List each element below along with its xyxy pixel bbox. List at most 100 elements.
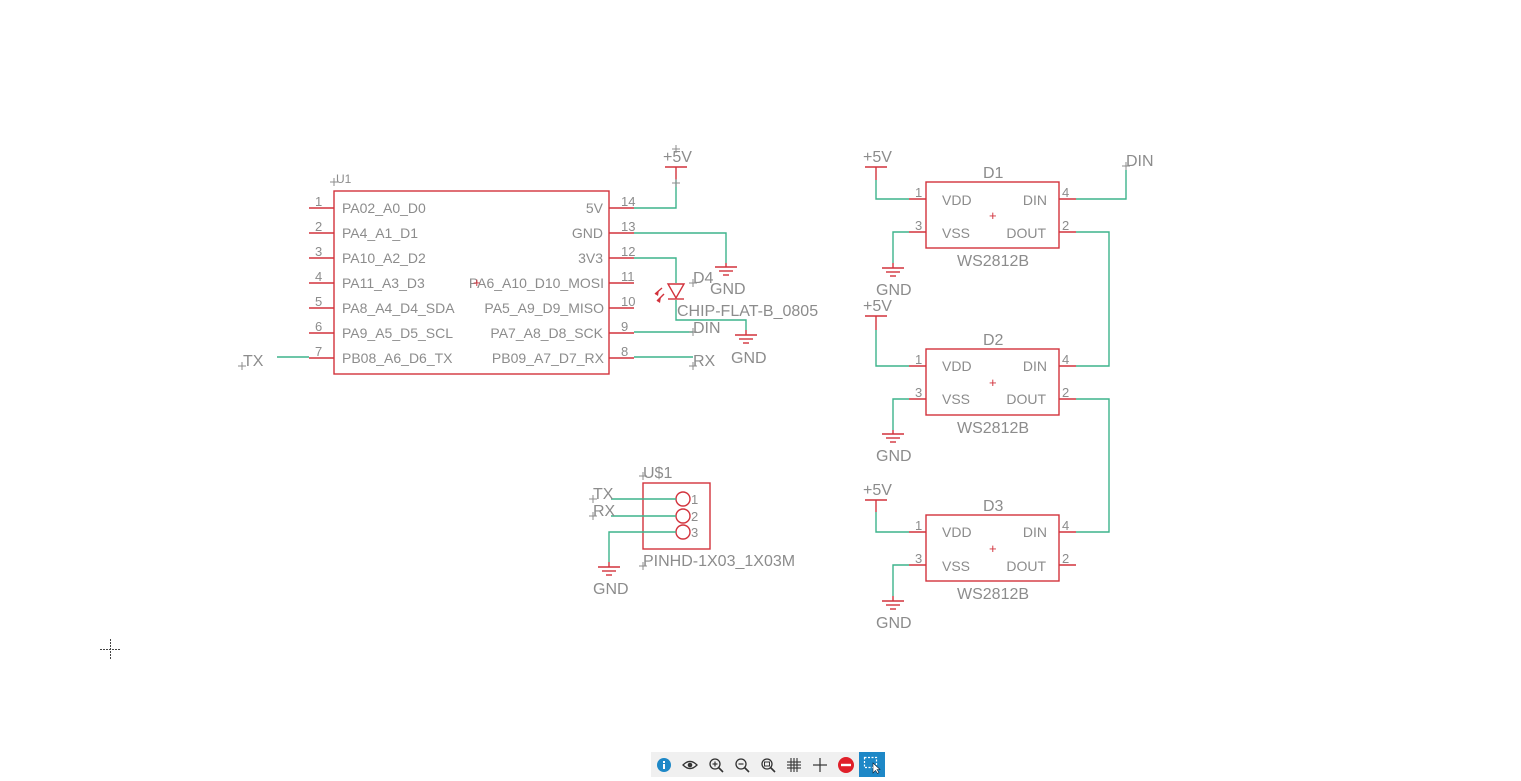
- u1-pin-name: PA6_A10_D10_MOSI: [469, 275, 604, 291]
- led-pin-name: VSS: [942, 558, 970, 574]
- select-button[interactable]: [859, 752, 885, 777]
- led-value: WS2812B: [957, 586, 1029, 603]
- led-pin-name: VSS: [942, 391, 970, 407]
- header-pin-num: 2: [691, 509, 698, 524]
- led-pin-num: 1: [915, 352, 922, 367]
- u1-pin-name: PA8_A4_D4_SDA: [342, 300, 455, 316]
- u1-pin-num: 8: [621, 344, 628, 359]
- crosshair-button[interactable]: [807, 752, 833, 777]
- d4-ref: D4: [693, 270, 714, 287]
- gnd-label: GND: [710, 281, 746, 298]
- info-button[interactable]: [651, 752, 677, 777]
- u1-pin-num: 3: [315, 244, 322, 259]
- vcc-label: +5V: [863, 482, 892, 499]
- led-body: [925, 181, 1060, 249]
- u1-pin-num: 9: [621, 319, 628, 334]
- u1-pin-num: 5: [315, 294, 322, 309]
- led-pin-name: VSS: [942, 225, 970, 241]
- led-pin-name: VDD: [942, 358, 972, 374]
- led-pin-num: 3: [915, 218, 922, 233]
- u1-pin-name: PA5_A9_D9_MISO: [484, 300, 604, 316]
- header-component[interactable]: 1 2 3 U$1 PINHD-1X03_1X03M: [639, 465, 795, 570]
- header-pin-circle: [675, 491, 691, 507]
- led-value: WS2812B: [957, 420, 1029, 437]
- net-label-tx: TX: [243, 353, 264, 370]
- u1-vcc-symbol: +5V: [663, 145, 692, 187]
- gnd-label: GND: [593, 581, 629, 598]
- led-pin-num: 4: [1062, 185, 1069, 200]
- u1-center-mark: +: [473, 275, 481, 290]
- zoom-in-icon: [709, 757, 724, 773]
- vcc-label: +5V: [863, 149, 892, 166]
- led-d3[interactable]: 1 3 4 2 VDD VSS DIN DOUT + D3 WS2812B: [909, 498, 1076, 603]
- u1-pin-num: 13: [621, 219, 635, 234]
- u1-wires: [277, 180, 747, 358]
- vcc-label: +5V: [863, 298, 892, 315]
- led-value: WS2812B: [957, 253, 1029, 270]
- zoom-out-button[interactable]: [729, 752, 755, 777]
- led-ref: D1: [983, 165, 1004, 182]
- led-pin-num: 2: [1062, 218, 1069, 233]
- show-button[interactable]: [677, 752, 703, 777]
- u1-pin-name: PA10_A2_D2: [342, 250, 426, 266]
- zoom-out-icon: [735, 757, 750, 773]
- eye-icon: [682, 760, 698, 769]
- led-pin-name: VDD: [942, 192, 972, 208]
- header-value: PINHD-1X03_1X03M: [643, 553, 795, 570]
- net-label-rx: RX: [693, 353, 716, 370]
- u1-right-pin-lines: [609, 207, 634, 359]
- header-gnd-symbol: GND: [593, 562, 629, 598]
- header-ref: U$1: [643, 465, 672, 482]
- led-pin-num: 3: [915, 551, 922, 566]
- led-d1[interactable]: 1 3 4 2 VDD VSS DIN DOUT + D1 WS2812B: [909, 165, 1076, 270]
- led-d2[interactable]: 1 3 4 2 VDD VSS DIN DOUT + D2 WS2812B: [909, 332, 1076, 437]
- led-body: [925, 348, 1060, 416]
- u1-pin-name: PB08_A6_D6_TX: [342, 350, 453, 366]
- zoom-fit-button[interactable]: [755, 752, 781, 777]
- rx-label-mark: [689, 362, 697, 370]
- u1-pin-num: 12: [621, 244, 635, 259]
- led-ref: D2: [983, 332, 1004, 349]
- gnd-label: GND: [876, 615, 912, 632]
- led-center-mark: +: [989, 541, 997, 556]
- u1-pin-num: 7: [315, 344, 322, 359]
- u1-component[interactable]: U1 1 2 3 4 5 6 7 PA02_A0_D0 PA4_A1_D1 PA…: [309, 172, 635, 375]
- u1-pin-name: PB09_A7_D7_RX: [492, 350, 605, 366]
- select-icon: [863, 756, 881, 774]
- u1-pin-num: 11: [621, 269, 635, 284]
- zoom-in-button[interactable]: [703, 752, 729, 777]
- gnd-label: GND: [876, 282, 912, 299]
- u1-pin-num: 1: [315, 194, 322, 209]
- led-pin-name: DOUT: [1006, 225, 1046, 241]
- grid-icon: [787, 757, 801, 772]
- u1-pin-name: 3V3: [578, 250, 603, 266]
- view-toolbar: [651, 752, 885, 777]
- d4-value: CHIP-FLAT-B_0805: [677, 303, 818, 320]
- net-label-din: DIN: [693, 320, 721, 337]
- vcc-label: +5V: [663, 149, 692, 166]
- led-pin-num: 1: [915, 518, 922, 533]
- stop-button[interactable]: [833, 752, 859, 777]
- u1-pin-name: PA11_A3_D3: [342, 275, 425, 291]
- led-center-mark: +: [989, 208, 997, 223]
- u1-pin-name: GND: [572, 225, 603, 241]
- led-pin-num: 2: [1062, 551, 1069, 566]
- led-gnd-symbols: GND GND GND: [876, 263, 912, 632]
- gnd-label: GND: [731, 350, 767, 367]
- u1-ref-label: U1: [336, 172, 352, 186]
- led-pin-name: DOUT: [1006, 391, 1046, 407]
- u1-pin-num: 10: [621, 294, 635, 309]
- led-pin-name: DIN: [1023, 524, 1047, 540]
- u1-pin-num: 4: [315, 269, 322, 284]
- led-pin-name: VDD: [942, 524, 972, 540]
- u1-pin-name: PA4_A1_D1: [342, 225, 418, 241]
- net-label-rx: RX: [593, 503, 616, 520]
- header-pin-circle: [675, 524, 691, 540]
- led-pin-num: 3: [915, 385, 922, 400]
- header-pin-num: 3: [691, 525, 698, 540]
- grid-button[interactable]: [781, 752, 807, 777]
- led-pin-name: DIN: [1023, 358, 1047, 374]
- u1-pin-num: 6: [315, 319, 322, 334]
- d4-led[interactable]: D4 CHIP-FLAT-B_0805: [654, 270, 818, 320]
